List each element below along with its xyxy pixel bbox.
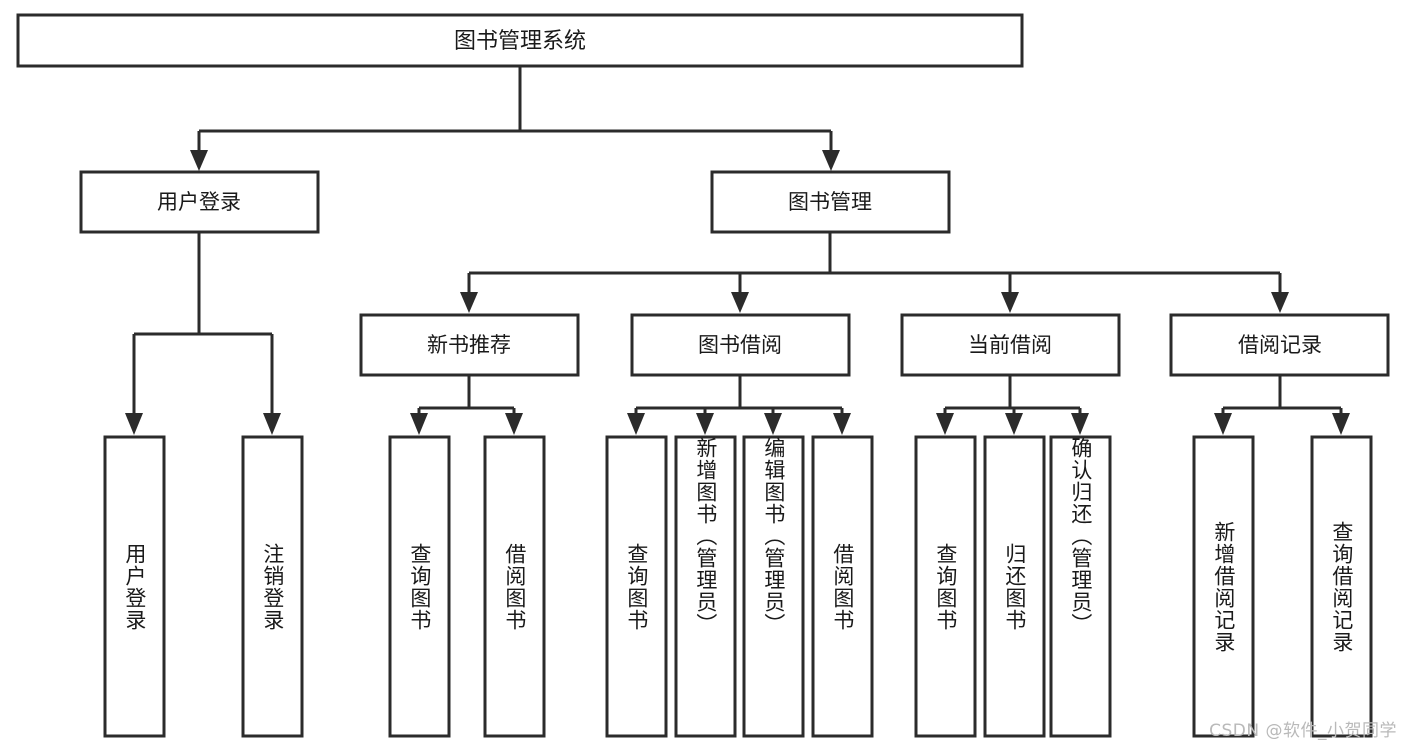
leaf-box-new-book-0[interactable] [388, 435, 451, 738]
node-user-login-label: 用户登录 [157, 190, 241, 214]
leaf-box-user-login-0[interactable] [103, 435, 166, 738]
csdn-watermark: CSDN @软件_小贺同学 [1209, 721, 1397, 741]
node-root[interactable]: 图书管理系统 [16, 13, 1024, 68]
connector-currentborrow-to-leaves [936, 376, 1089, 435]
node-borrow-record[interactable]: 借阅记录 [1169, 313, 1390, 377]
connector-userlogin-to-leaves [125, 233, 281, 435]
leaf-box-book-borrow-1[interactable] [674, 435, 737, 738]
leaf-box-book-borrow-0[interactable] [605, 435, 668, 738]
node-current-borrow[interactable]: 当前借阅 [900, 313, 1121, 377]
leaf-box-current-borrow-1[interactable] [983, 435, 1046, 738]
node-new-book-recommend[interactable]: 新书推荐 [359, 313, 580, 377]
leaf-box-user-login-1[interactable] [241, 435, 304, 738]
connector-newbook-to-leaves [410, 376, 523, 435]
node-root-label: 图书管理系统 [454, 29, 586, 54]
connector-bookmgmt-to-level3 [460, 233, 1289, 313]
node-user-login[interactable]: 用户登录 [79, 170, 320, 234]
connector-borrowrecord-to-leaves [1214, 376, 1350, 435]
connector-bookborrow-to-leaves [627, 376, 851, 435]
node-book-management-label: 图书管理 [788, 190, 872, 214]
leaf-box-borrow-record-0[interactable] [1192, 435, 1255, 738]
connector-root-to-level2 [190, 67, 840, 171]
node-new-book-recommend-label: 新书推荐 [427, 333, 511, 357]
leaf-box-book-borrow-2[interactable] [742, 435, 805, 738]
node-book-borrow-label: 图书借阅 [698, 333, 782, 357]
leaf-box-current-borrow-0[interactable] [914, 435, 977, 738]
node-borrow-record-label: 借阅记录 [1238, 333, 1322, 357]
leaf-box-borrow-record-1[interactable] [1310, 435, 1373, 738]
leaf-box-book-borrow-3[interactable] [811, 435, 874, 738]
leaf-box-new-book-1[interactable] [483, 435, 546, 738]
node-book-management[interactable]: 图书管理 [710, 170, 951, 234]
leaf-box-current-borrow-2[interactable] [1049, 435, 1112, 738]
node-book-borrow[interactable]: 图书借阅 [630, 313, 851, 377]
node-current-borrow-label: 当前借阅 [968, 333, 1052, 357]
